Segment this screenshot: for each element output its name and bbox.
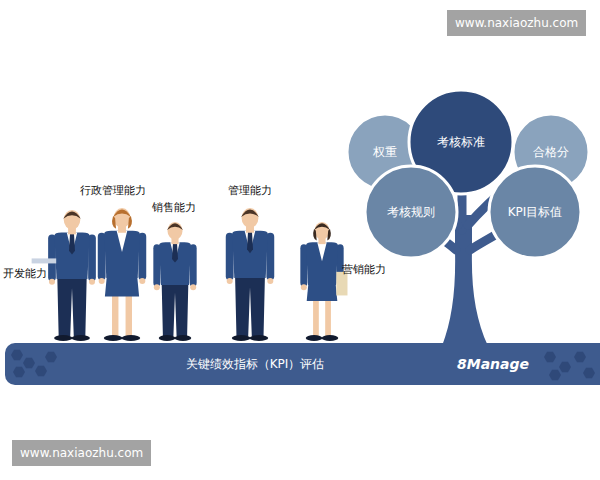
- circle-label: KPI目标值: [508, 204, 563, 221]
- band-title: 关键绩效指标（KPI）评估: [186, 356, 325, 373]
- watermark: www.naxiaozhu.com: [447, 10, 586, 36]
- ability-label: 销售能力: [152, 200, 196, 215]
- person-figure: [153, 222, 196, 341]
- base-band: 关键绩效指标（KPI）评估 8Manage: [5, 343, 600, 385]
- ability-label: 管理能力: [228, 183, 272, 198]
- person-figure: [226, 208, 274, 341]
- circle-label: 权重: [373, 144, 397, 161]
- circle-label: 合格分: [533, 144, 569, 161]
- tree-circle: KPI目标值: [486, 163, 584, 261]
- tree-circle: 考核规则: [362, 163, 460, 261]
- ability-label: 行政管理能力: [80, 183, 146, 198]
- ability-label: 营销能力: [342, 262, 386, 277]
- circle-label: 考核标准: [437, 134, 485, 151]
- watermark: www.naxiaozhu.com: [12, 440, 151, 466]
- person-figure: [98, 208, 146, 341]
- ability-label: 开发能力: [3, 266, 47, 281]
- circle-label: 考核规则: [387, 204, 435, 221]
- person-figure: [300, 222, 347, 341]
- brand-logo: 8Manage: [457, 356, 529, 372]
